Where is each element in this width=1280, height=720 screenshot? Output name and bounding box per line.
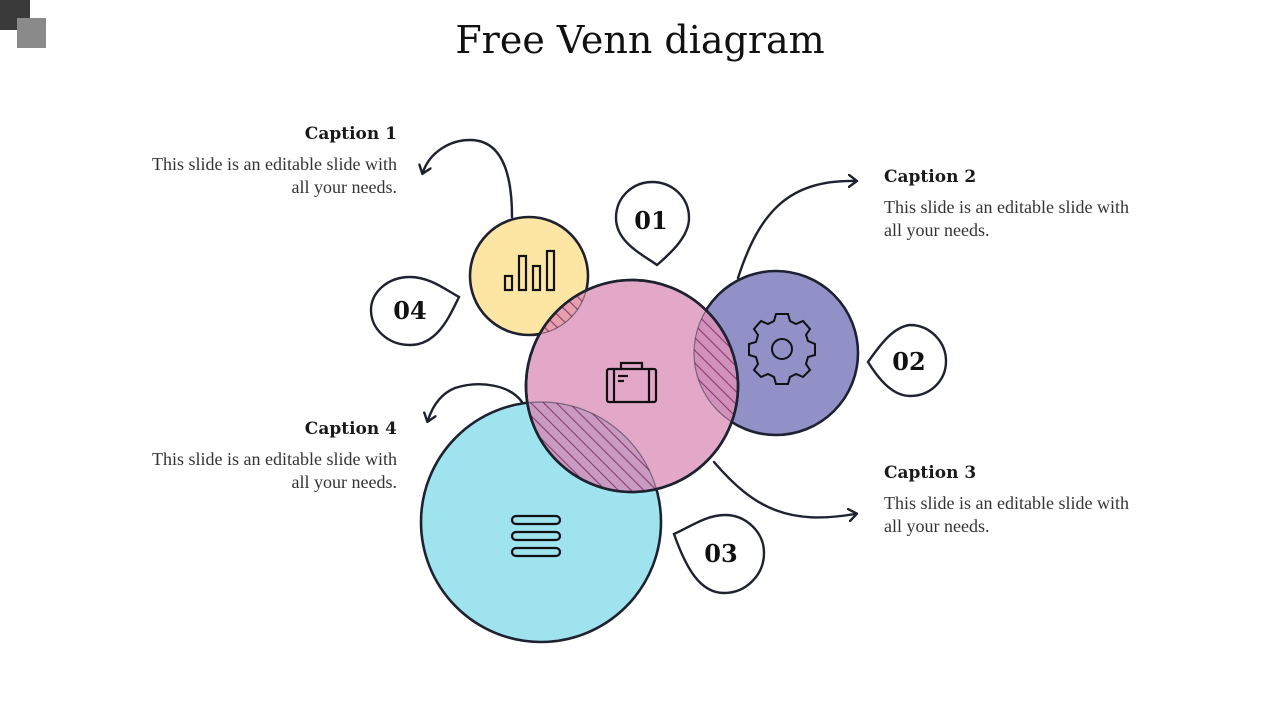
arrow-to-caption-4 xyxy=(428,383,524,420)
marker-04: 04 xyxy=(369,275,461,347)
caption-2-title: Caption 2 xyxy=(884,167,977,187)
overlap-pink-cyan xyxy=(526,402,661,492)
marker-04-label: 04 xyxy=(393,296,426,325)
caption-1: Caption 1 This slide is an editable slid… xyxy=(137,124,397,199)
marker-01: 01 xyxy=(614,180,691,267)
arrow-to-caption-3 xyxy=(712,460,855,517)
marker-01-label: 01 xyxy=(634,206,667,235)
gear-icon xyxy=(748,313,816,385)
corner-decoration-light xyxy=(17,18,46,48)
caption-3-body: This slide is an editable slide with all… xyxy=(884,493,1129,536)
briefcase-icon xyxy=(605,361,658,404)
arrow-to-caption-1 xyxy=(423,138,514,219)
caption-4-body: This slide is an editable slide with all… xyxy=(152,449,397,492)
marker-03: 03 xyxy=(672,513,766,595)
marker-03-label: 03 xyxy=(704,539,737,568)
arrow-to-caption-2 xyxy=(736,181,855,280)
caption-3-title: Caption 3 xyxy=(884,463,977,483)
caption-1-body: This slide is an editable slide with all… xyxy=(152,154,397,197)
caption-2-body: This slide is an editable slide with all… xyxy=(884,197,1129,240)
caption-4-title: Caption 4 xyxy=(304,419,397,439)
marker-02: 02 xyxy=(866,323,948,398)
caption-2: Caption 2 This slide is an editable slid… xyxy=(884,167,1144,242)
caption-4: Caption 4 This slide is an editable slid… xyxy=(137,419,397,494)
caption-1-title: Caption 1 xyxy=(304,124,397,144)
menu-lines-icon xyxy=(510,514,562,558)
bar-chart-icon xyxy=(503,249,556,292)
marker-02-label: 02 xyxy=(892,347,925,376)
caption-3: Caption 3 This slide is an editable slid… xyxy=(884,463,1144,538)
slide-title: Free Venn diagram xyxy=(455,18,825,62)
